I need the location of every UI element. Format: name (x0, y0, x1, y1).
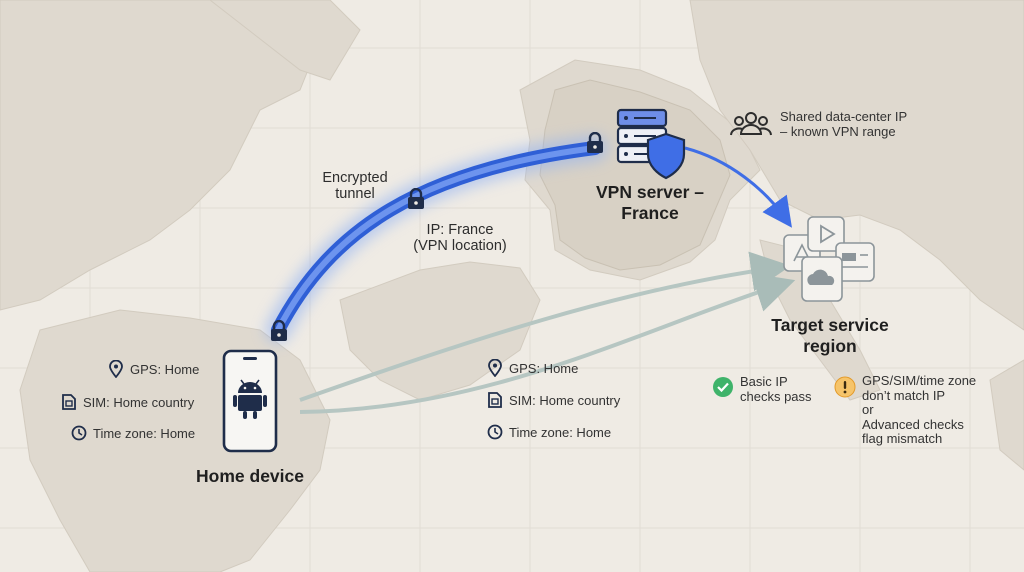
tunnel-ip-line2: (VPN location) (413, 238, 507, 254)
home-timezone-row: Time zone: Home (71, 425, 195, 441)
warn-line3: or (862, 402, 874, 417)
middle-sim-label: SIM: Home country (509, 392, 621, 408)
vpn-server-title-line2: France (621, 203, 679, 223)
target-services-icon (783, 216, 875, 302)
middle-timezone-label: Time zone: Home (509, 424, 612, 440)
france-region (539, 79, 731, 271)
pass-checks-label: Basic IP checks pass (740, 374, 812, 404)
vpn-server-title-line1: VPN server – (596, 182, 704, 202)
warn-line1: GPS/SIM/time zone (862, 373, 977, 388)
lock-icon (587, 132, 603, 153)
server-icon (616, 108, 686, 180)
target-service-title: Target service region (755, 315, 905, 357)
middle-gps-row: GPS: Home (487, 359, 578, 377)
warn-line5: flag mismatch (862, 431, 943, 446)
signal-arrow-lower (299, 273, 796, 414)
lock-icon (271, 320, 287, 341)
android-icon (233, 379, 267, 419)
home-gps-row: GPS: Home (108, 360, 199, 378)
phone-icon (222, 349, 278, 453)
tunnel-label-line2: tunnel (335, 186, 375, 202)
pass-line1: Basic IP (740, 374, 788, 389)
middle-gps-label: GPS: Home (509, 360, 579, 376)
warn-line4: Advanced checks (862, 416, 964, 432)
shield-icon (646, 132, 686, 180)
tunnel-label-line1: Encrypted (322, 170, 388, 186)
home-sim-label: SIM: Home country (83, 394, 195, 410)
mismatch-warning-label: GPS/SIM/time zone don’t match IP or Adva… (862, 373, 977, 447)
location-pin-icon (109, 360, 123, 378)
middle-sim-row: SIM: Home country (487, 391, 620, 409)
shared-ip-line1: Shared data-center IP (780, 109, 908, 124)
warn-line2: don’t match IP (862, 387, 946, 403)
target-title-line1: Target service (771, 315, 889, 335)
lock-icon (408, 188, 424, 209)
vpn-to-target-arrow (684, 146, 792, 228)
video-play-icon (807, 216, 845, 252)
signal-arrow-upper (299, 251, 791, 402)
home-sim-row: SIM: Home country (61, 393, 194, 411)
shared-ip-line2: – known VPN range (780, 124, 896, 139)
sim-card-icon (62, 394, 76, 410)
warning-circle-icon (834, 376, 856, 398)
home-device-title: Home device (196, 466, 304, 486)
tunnel-ip-label: IP: France (VPN location) (395, 222, 525, 254)
target-title-line2: region (803, 336, 857, 356)
shared-ip-note: Shared data-center IP – known VPN range (780, 109, 907, 139)
check-circle-icon (713, 377, 733, 397)
pass-line2: checks pass (740, 389, 812, 404)
users-group-icon (730, 112, 772, 136)
location-pin-icon (488, 359, 502, 377)
tunnel-inner (275, 145, 598, 333)
sim-card-icon (488, 392, 502, 408)
clock-icon (487, 424, 503, 440)
vpn-server-title: VPN server – France (575, 182, 725, 224)
home-gps-label: GPS: Home (130, 361, 200, 377)
clock-icon (71, 425, 87, 441)
middle-timezone-row: Time zone: Home (487, 424, 611, 440)
tunnel-label: Encrypted tunnel (305, 170, 405, 202)
tunnel-ip-line1: IP: France (426, 222, 494, 238)
home-timezone-label: Time zone: Home (93, 425, 196, 441)
